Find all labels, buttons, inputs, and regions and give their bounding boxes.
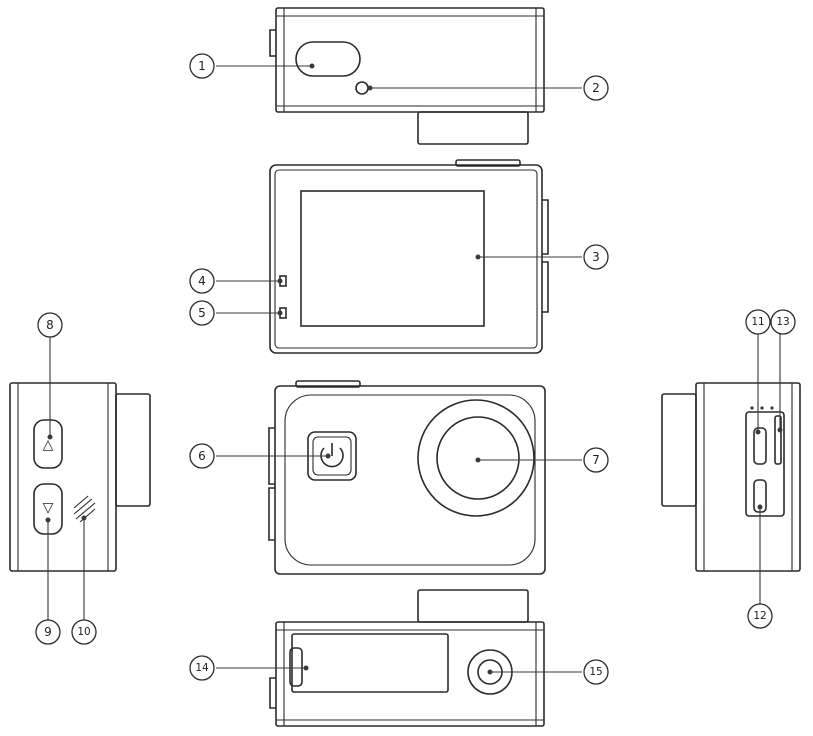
up-arrow-icon: △	[43, 437, 54, 453]
svg-text:1: 1	[198, 59, 206, 73]
svg-text:6: 6	[198, 449, 206, 463]
shutter-button	[295, 41, 361, 77]
callout-12: 12	[747, 603, 773, 629]
down-arrow-icon: ▽	[43, 500, 54, 516]
callout-8: 8	[37, 312, 63, 338]
callout-14: 14	[189, 655, 215, 681]
svg-text:14: 14	[195, 662, 209, 674]
lens-icon	[417, 399, 535, 517]
callout-6: 6	[189, 443, 215, 469]
svg-text:7: 7	[592, 453, 600, 467]
callout-3: 3	[583, 244, 609, 270]
callout-11: 11	[745, 309, 771, 335]
up-button: △	[33, 419, 63, 469]
camera-right-side-view	[661, 382, 801, 572]
callout-15: 15	[583, 659, 609, 685]
lcd-screen	[300, 190, 485, 327]
callout-7: 7	[583, 447, 609, 473]
callout-13: 13	[770, 309, 796, 335]
callout-4: 4	[189, 268, 215, 294]
camera-bottom-view	[269, 589, 545, 727]
svg-text:12: 12	[753, 610, 766, 622]
indicator-led-top	[355, 81, 369, 95]
camera-left-side-view: △ ▽	[9, 382, 151, 572]
svg-text:15: 15	[589, 666, 602, 678]
leader-lines	[45, 63, 783, 675]
svg-text:8: 8	[46, 318, 54, 332]
camera-back-view	[269, 159, 549, 354]
camera-front-view	[268, 380, 546, 575]
svg-text:10: 10	[77, 626, 90, 638]
camera-top-view	[269, 7, 545, 145]
svg-text:5: 5	[198, 306, 206, 320]
callout-10: 10	[71, 619, 97, 645]
svg-text:3: 3	[592, 250, 600, 264]
svg-text:13: 13	[776, 316, 789, 328]
svg-text:11: 11	[751, 316, 764, 328]
battery-door	[289, 633, 449, 693]
callout-9: 9	[35, 619, 61, 645]
callout-1: 1	[189, 53, 215, 79]
callout-2: 2	[583, 75, 609, 101]
micro-hdmi-port	[753, 427, 767, 465]
svg-text:9: 9	[44, 625, 52, 639]
svg-text:4: 4	[198, 274, 206, 288]
svg-text:2: 2	[592, 81, 600, 95]
callout-5: 5	[189, 300, 215, 326]
sd-card-slot	[774, 415, 782, 465]
power-icon	[320, 443, 344, 468]
